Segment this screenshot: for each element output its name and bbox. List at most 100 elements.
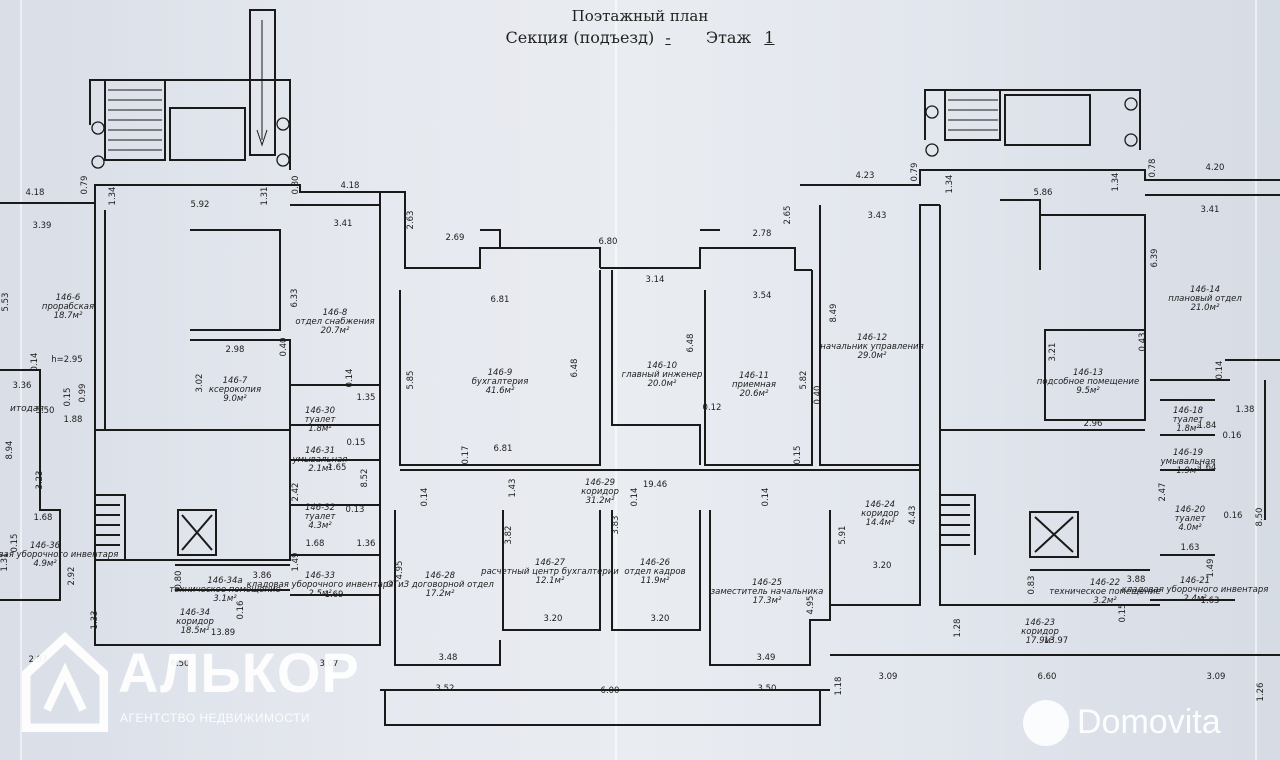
room-num: 146-28 [425, 571, 456, 581]
room-num: 146-21 [1180, 576, 1210, 586]
dimension-label: 3.09 [1207, 672, 1226, 682]
dimension-label: 0.17 [461, 446, 471, 465]
dimension-label: 1.69 [325, 590, 344, 600]
dimension-label: 3.50 [758, 684, 777, 694]
dimension-label: 0.15 [63, 388, 73, 407]
dimension-label: 1.49 [291, 553, 301, 572]
dimension-label: 6.50 [171, 659, 190, 669]
dimension-label: 5.50 [36, 406, 55, 416]
room-area: 9.5м² [1076, 386, 1100, 396]
room-area: 3.1м² [213, 594, 237, 604]
dimension-label: 0.15 [10, 534, 20, 553]
dimension-label: 5.86 [1034, 188, 1053, 198]
room-num: 146-24 [865, 500, 895, 510]
dimension-label: 1.36 [357, 539, 376, 549]
stair-steps [108, 20, 998, 151]
dimension-label: 19.46 [643, 480, 667, 490]
room-area: 4.0м² [1178, 523, 1202, 533]
room-area: 18.5м² [181, 626, 210, 636]
dimension-label: 1.43 [508, 479, 518, 498]
column-circles [91, 97, 1138, 169]
floor-label: Этаж [705, 28, 752, 47]
room-area: 17.3м² [753, 596, 782, 606]
dimension-label: 3.20 [873, 561, 892, 571]
wall-center [380, 270, 920, 726]
dimension-label: 8.49 [829, 304, 839, 323]
dimension-label: 3.39 [33, 221, 52, 231]
room-name: туалет [305, 512, 337, 522]
dimension-label: 3.86 [253, 571, 272, 581]
dimension-label: 3.20 [544, 614, 563, 624]
room-area: 4.3м² [308, 521, 332, 531]
dimension-label: 0.40 [813, 386, 823, 405]
dimension-label: 0.79 [80, 176, 90, 195]
room-name: прорабская [42, 302, 94, 312]
dimension-label: 1.84 [1198, 421, 1217, 431]
alkor-logo [21, 631, 109, 733]
partial-room-label: итодая [10, 404, 44, 414]
dimension-label: 1.68 [306, 539, 325, 549]
room-num: 146-27 [535, 558, 566, 568]
dimension-label: 3.52 [436, 684, 455, 694]
dimension-label: 0.15 [793, 446, 803, 465]
dimension-label: 2.92 [67, 567, 77, 586]
dimension-label: 3.09 [879, 672, 898, 682]
dimension-label: 3.83 [611, 516, 621, 535]
dimension-label: 6.48 [686, 334, 696, 353]
room-area: 2.5м² [308, 589, 332, 599]
plan-walls [0, 9, 1280, 726]
room-num: 146-8 [323, 308, 348, 318]
dimension-label: 6.81 [494, 444, 513, 454]
dimension-label: 0.14 [30, 353, 40, 372]
dimension-label: 0.16 [1224, 511, 1243, 521]
elevator-left [177, 509, 217, 556]
dimension-label: 1.35 [357, 393, 376, 403]
room-num: 146-9 [488, 368, 513, 378]
dimension-label: 1.63 [1201, 596, 1220, 606]
room-area: 11.9м² [641, 576, 670, 586]
wall-far-left [0, 369, 61, 601]
room-area: 1.9м² [1176, 466, 1200, 476]
floor-value: 1 [764, 28, 775, 47]
house-logo-icon [21, 631, 109, 733]
room-name: туалет [1175, 514, 1207, 524]
dimension-label: 3.21 [1048, 343, 1058, 362]
room-num: 146-36 [30, 541, 61, 551]
room-num: 146-31 [305, 446, 335, 456]
dimension-label: 4.18 [341, 181, 360, 191]
room-area: 14.4м² [866, 518, 895, 528]
dimension-label: 1.63 [1181, 543, 1200, 553]
room-num: 146-34а [207, 576, 242, 586]
section-label: Секция (подъезд) [505, 28, 655, 47]
room-name: коридор [176, 617, 214, 627]
dimension-label: 0.40 [279, 338, 289, 357]
room-num: 146-18 [1173, 406, 1204, 416]
dimension-label: 4.95 [806, 596, 816, 615]
dimension-label: 2.63 [406, 211, 416, 230]
dimension-label: 0.16 [236, 601, 246, 620]
dimension-label: 1.28 [953, 619, 963, 638]
paper-fold [1255, 0, 1257, 760]
wall-left-inner [94, 192, 381, 646]
room-area: 1.8м² [308, 424, 332, 434]
wall-left-stairwell [89, 9, 291, 170]
room-num: 146-7 [223, 376, 248, 386]
paper-fold [20, 0, 22, 760]
